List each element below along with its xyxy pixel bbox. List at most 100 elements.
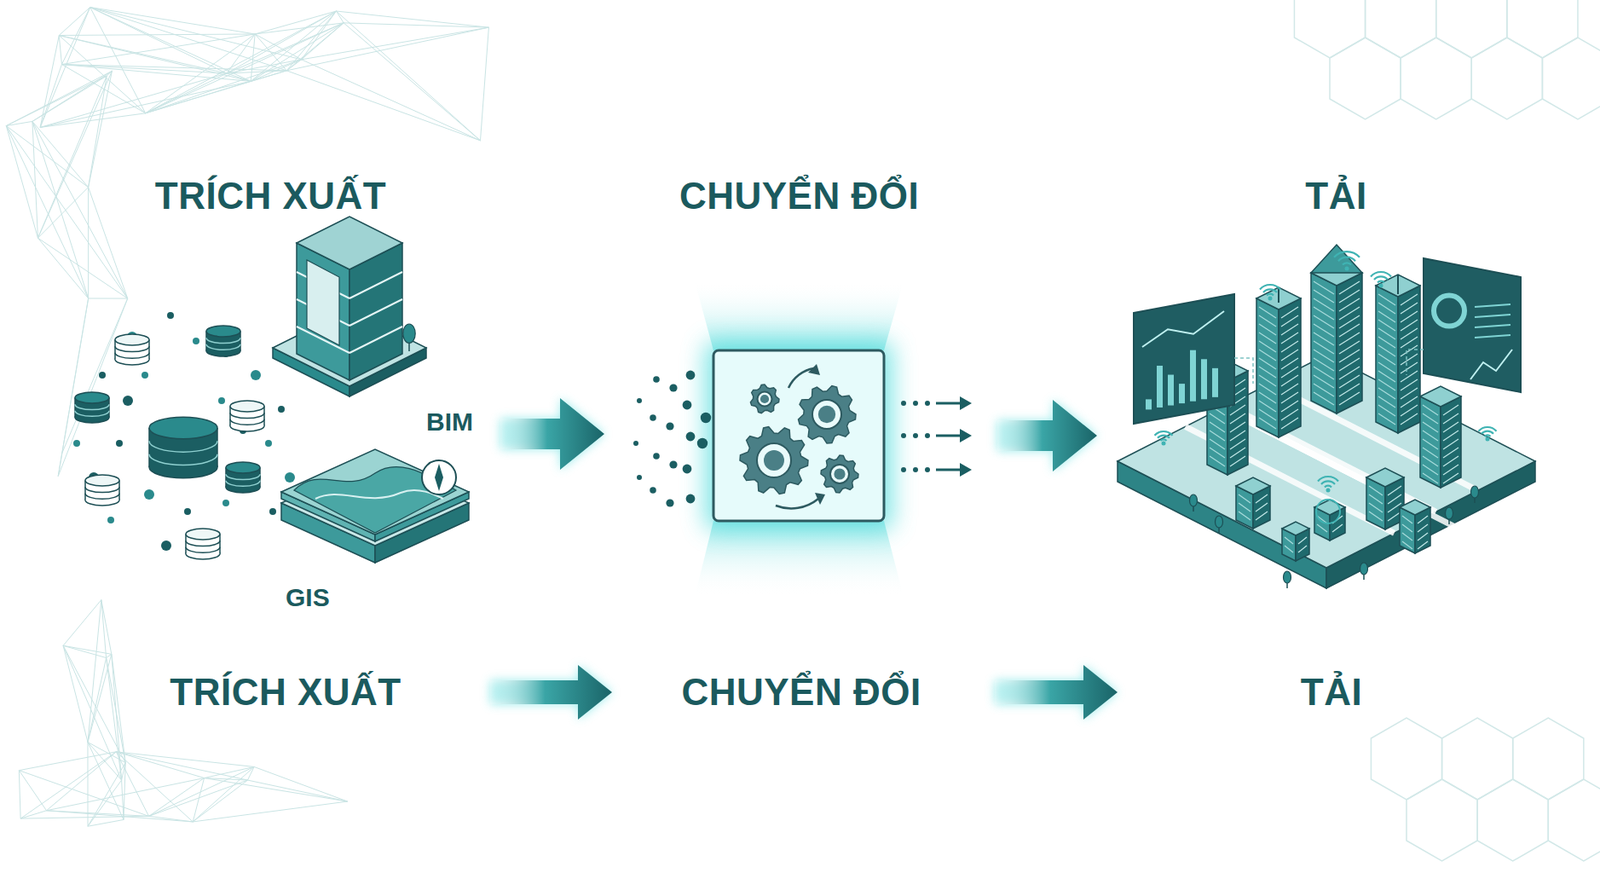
window-row bbox=[1400, 345, 1418, 357]
network-line bbox=[18, 770, 47, 811]
tree-icon-part bbox=[1471, 485, 1479, 498]
transform-illustration bbox=[633, 281, 972, 597]
window-row bbox=[1284, 545, 1294, 553]
stream-dot bbox=[924, 467, 930, 473]
network-line bbox=[149, 779, 249, 816]
city-tower bbox=[1311, 259, 1363, 414]
city-tower-part bbox=[1366, 467, 1404, 487]
database-icon-part bbox=[219, 534, 221, 555]
network-line bbox=[121, 779, 124, 820]
wifi-icon-part bbox=[1374, 276, 1388, 280]
network-line bbox=[90, 7, 288, 71]
network-line bbox=[62, 298, 128, 453]
window-row bbox=[1230, 421, 1246, 433]
window-row bbox=[1443, 447, 1459, 458]
window-row bbox=[1400, 387, 1418, 399]
leader-line bbox=[1234, 358, 1254, 384]
network-line bbox=[192, 766, 255, 821]
window-row bbox=[1209, 430, 1225, 441]
window-row bbox=[1417, 524, 1428, 532]
window-row bbox=[1443, 413, 1459, 424]
window-row bbox=[1230, 447, 1246, 458]
database-icon bbox=[149, 416, 218, 479]
network-line bbox=[20, 751, 116, 819]
data-dot bbox=[665, 421, 674, 430]
data-dot bbox=[636, 398, 642, 404]
network-line bbox=[149, 766, 255, 816]
window-row bbox=[1281, 400, 1299, 412]
dashboard-screen-part bbox=[1474, 324, 1511, 328]
data-dot bbox=[115, 439, 123, 447]
database-icon-part bbox=[149, 440, 218, 452]
window-row bbox=[1378, 353, 1396, 365]
tree-icon bbox=[1215, 515, 1224, 533]
stream-dot bbox=[924, 400, 930, 406]
window-row bbox=[1378, 404, 1396, 416]
city-tower-part bbox=[1375, 285, 1398, 434]
dashboard-screen-part bbox=[1433, 295, 1465, 327]
window-row bbox=[1238, 502, 1251, 512]
window-row bbox=[1230, 404, 1246, 416]
window-row bbox=[1313, 392, 1335, 405]
window-row bbox=[1209, 447, 1225, 458]
city-tower-part bbox=[1311, 272, 1337, 414]
cycle-arrow-head bbox=[808, 363, 821, 376]
database-icon-part bbox=[115, 346, 150, 352]
stage-panel: TẢI bbox=[1103, 174, 1569, 631]
layer-label: BIM bbox=[426, 407, 474, 437]
bim-building bbox=[296, 216, 403, 381]
network-line bbox=[32, 121, 89, 187]
database-icon bbox=[206, 325, 241, 357]
stream-dot bbox=[912, 467, 919, 473]
wifi-icon-part bbox=[1324, 485, 1332, 488]
wifi-icon-part bbox=[1161, 441, 1167, 446]
data-dot bbox=[98, 371, 106, 379]
stream-dot bbox=[901, 400, 907, 406]
window-row bbox=[1298, 545, 1307, 553]
stream-arrow bbox=[935, 434, 962, 438]
window-row bbox=[1378, 387, 1396, 399]
stage-label-box: TẢI bbox=[1290, 666, 1373, 719]
network-line bbox=[247, 766, 255, 780]
network-line bbox=[18, 751, 116, 771]
stage-title: TRÍCH XUẤT bbox=[51, 174, 491, 219]
wifi-icon-part bbox=[1321, 480, 1335, 485]
extract-illustration bbox=[73, 216, 469, 563]
load-illustration bbox=[1117, 244, 1536, 589]
glow-ray bbox=[694, 281, 904, 351]
network-line bbox=[247, 779, 347, 802]
window-row bbox=[1402, 524, 1413, 532]
gear-icon bbox=[750, 384, 780, 414]
database-icon-part bbox=[185, 528, 220, 540]
window-row bbox=[1259, 366, 1277, 378]
database-icon-part bbox=[148, 340, 151, 360]
city-tower-part bbox=[1399, 499, 1431, 515]
city-tower-part bbox=[1282, 521, 1310, 536]
stage-panel: TRÍCH XUẤT bbox=[51, 174, 491, 614]
hexagon bbox=[1406, 779, 1478, 861]
data-dot bbox=[697, 438, 708, 449]
network-line bbox=[101, 600, 112, 655]
data-dot bbox=[73, 439, 81, 447]
network-line bbox=[37, 237, 88, 299]
window-row bbox=[1400, 353, 1418, 365]
window-row bbox=[1298, 537, 1307, 544]
gear-icon bbox=[739, 426, 809, 494]
network-line bbox=[18, 770, 21, 819]
dashboard-screen-part bbox=[1189, 350, 1196, 402]
network-line bbox=[115, 751, 248, 780]
tree-icon-part bbox=[1360, 562, 1369, 575]
database-icon-part bbox=[230, 419, 265, 425]
stream-dot bbox=[924, 433, 930, 439]
network-line bbox=[88, 297, 128, 299]
window-row bbox=[1281, 409, 1299, 421]
network-line bbox=[63, 645, 126, 763]
city-tower-part bbox=[1397, 285, 1421, 434]
wifi-icon-part bbox=[1478, 427, 1497, 432]
database-icon-part bbox=[118, 480, 121, 501]
arrow-body bbox=[500, 398, 605, 470]
window-row bbox=[1378, 336, 1396, 348]
stage-title: CHUYỂN ĐỔI bbox=[609, 174, 989, 219]
